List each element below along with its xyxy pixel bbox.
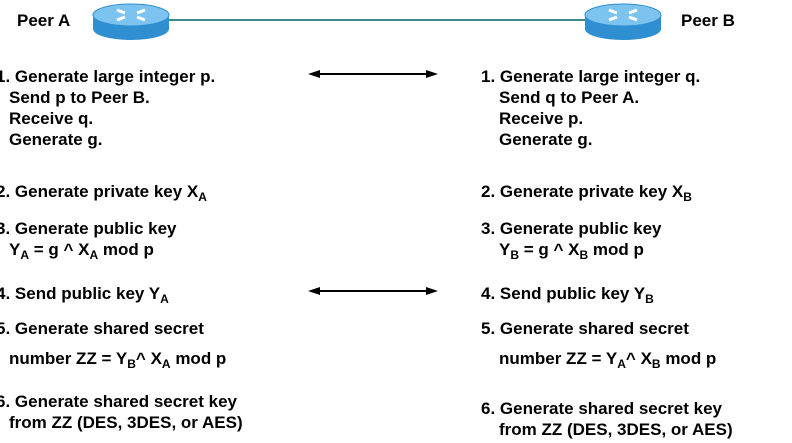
peer-a-step-2: 2. Generate private key XA [0, 182, 207, 204]
peer-a-label: Peer A [17, 11, 71, 30]
peer-b-step-5: 5. Generate shared secret number ZZ = YA… [481, 319, 717, 371]
peer-a-step-3: 3. Generate public key YA = g ^ XA mod p [0, 219, 177, 262]
peer-a-step-6: 6. Generate shared secret key from ZZ (D… [0, 392, 243, 432]
router-icon [92, 3, 170, 40]
peer-b-step-1: 1. Generate large integer q. Send q to P… [481, 67, 701, 149]
peer-a-step-5: 5. Generate shared secret number ZZ = YB… [0, 319, 227, 371]
peer-a-step-1: 1. Generate large integer p. Send p to P… [0, 67, 216, 149]
router-icon [584, 3, 662, 40]
peer-a-step-4: 4. Send public key YA [0, 284, 169, 306]
peer-b-step-2: 2. Generate private key XB [481, 182, 692, 204]
peer-b-label: Peer B [681, 11, 735, 30]
peer-b-step-6: 6. Generate shared secret key from ZZ (D… [481, 399, 733, 439]
peer-b-step-3: 3. Generate public key YB = g ^ XB mod p [481, 219, 662, 262]
peer-b-step-4: 4. Send public key YB [481, 284, 654, 306]
network-link [160, 19, 590, 21]
